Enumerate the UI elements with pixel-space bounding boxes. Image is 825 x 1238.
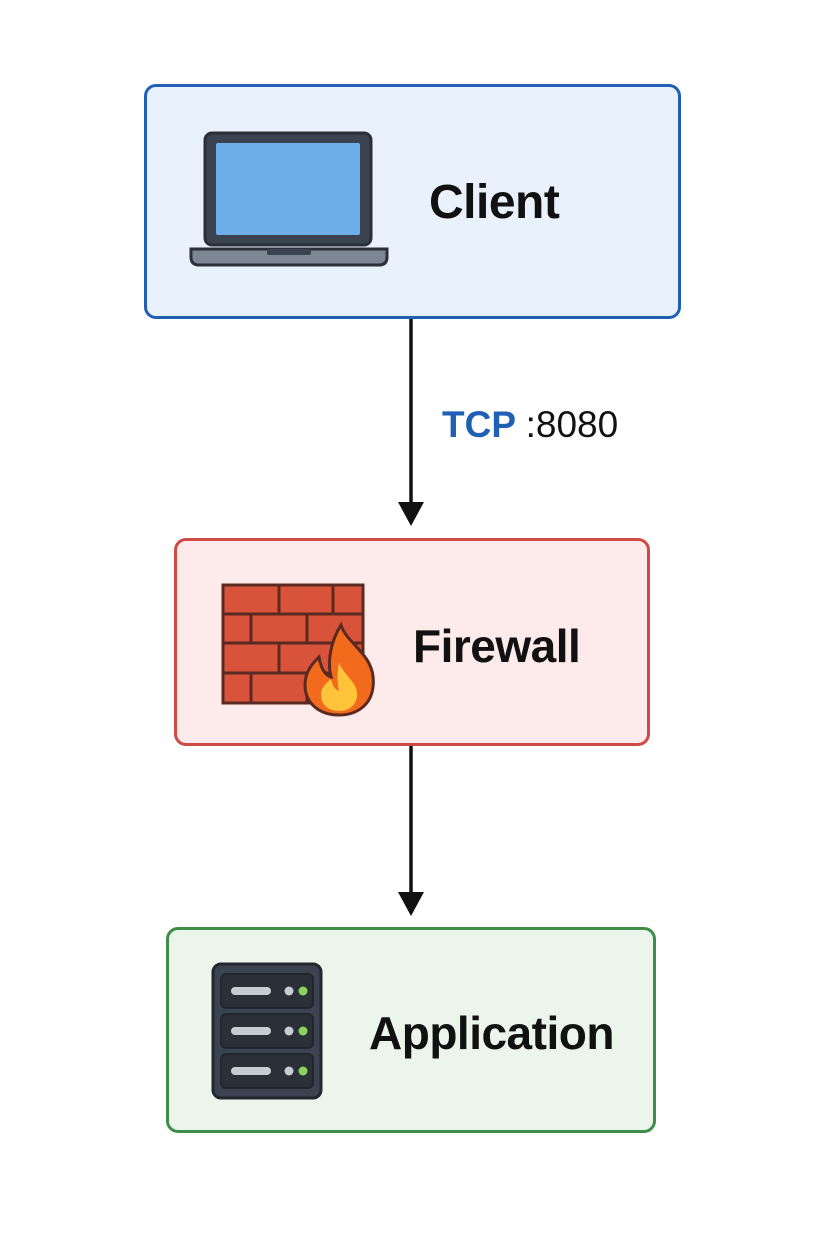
firewall-node[interactable]: Firewall bbox=[174, 538, 650, 746]
firewall-label: Firewall bbox=[413, 620, 581, 672]
client-node[interactable]: Client bbox=[144, 84, 681, 319]
edge-firewall-application bbox=[398, 746, 424, 916]
application-node[interactable]: Application bbox=[166, 927, 656, 1133]
laptop-icon bbox=[189, 131, 389, 271]
application-label: Application bbox=[369, 1007, 614, 1059]
edge-client-firewall bbox=[398, 319, 424, 526]
edge-port: :8080 bbox=[525, 404, 619, 445]
server-icon bbox=[211, 962, 323, 1102]
client-label: Client bbox=[429, 176, 560, 229]
firewall-icon bbox=[221, 583, 379, 719]
edge-protocol: TCP bbox=[442, 404, 516, 445]
edge-label-tcp-port: TCP :8080 bbox=[442, 404, 618, 446]
